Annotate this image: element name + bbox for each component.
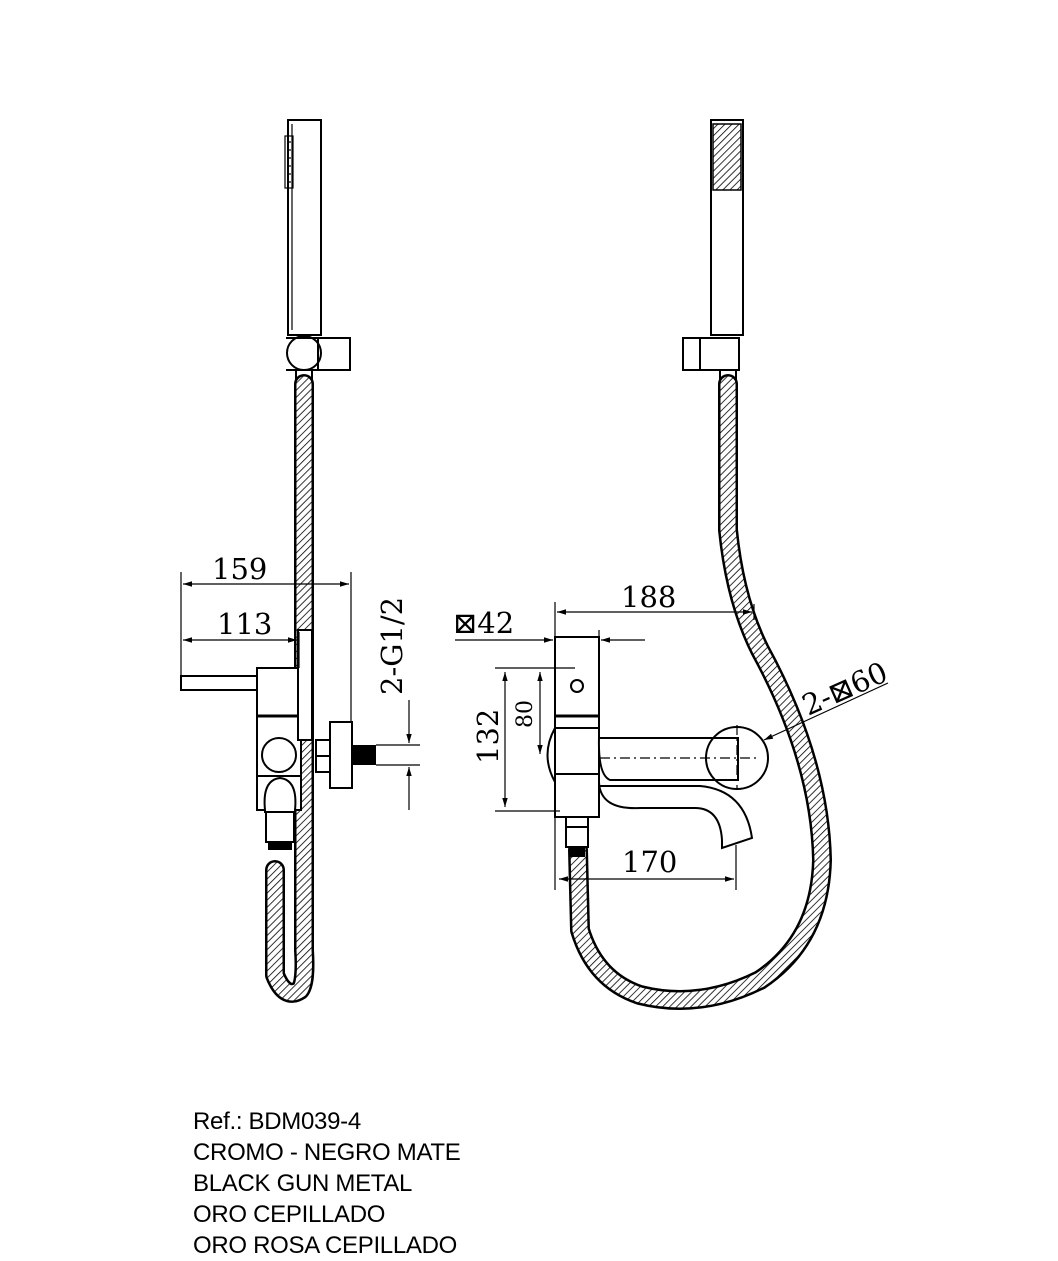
product-ref: Ref.: BDM039-4 [193, 1108, 361, 1135]
finish-2: BLACK GUN METAL [193, 1170, 413, 1197]
front-view: 188 ⊠42 132 80 2-⊠60 170 [453, 119, 893, 1010]
product-info: Ref.: BDM039-4 CROMO - NEGRO MATE BLACK … [193, 1106, 461, 1261]
finish-1: CROMO - NEGRO MATE [193, 1139, 461, 1166]
dim-159: 159 [212, 552, 267, 586]
dim-42: ⊠42 [453, 606, 514, 640]
finish-4: ORO ROSA CEPILLADO [193, 1232, 458, 1259]
hand-shower-front [682, 119, 744, 385]
side-view: 159 113 2-G1/2 [180, 119, 420, 1003]
dim-188: 188 [621, 580, 676, 614]
mixer-body-side [180, 629, 376, 850]
mixer-body-front [546, 636, 769, 857]
dim-170: 170 [622, 845, 677, 879]
dim-60: 2-⊠60 [797, 655, 893, 722]
dim-113: 113 [217, 607, 272, 641]
finish-3: ORO CEPILLADO [193, 1201, 386, 1228]
dim-132: 132 [471, 709, 505, 764]
dim-g12: 2-G1/2 [375, 597, 409, 695]
shower-holder-side [286, 335, 351, 383]
hand-shower-side [284, 119, 322, 336]
dim-80: 80 [513, 700, 538, 728]
dims-side: 159 113 2-G1/2 [180, 552, 420, 810]
